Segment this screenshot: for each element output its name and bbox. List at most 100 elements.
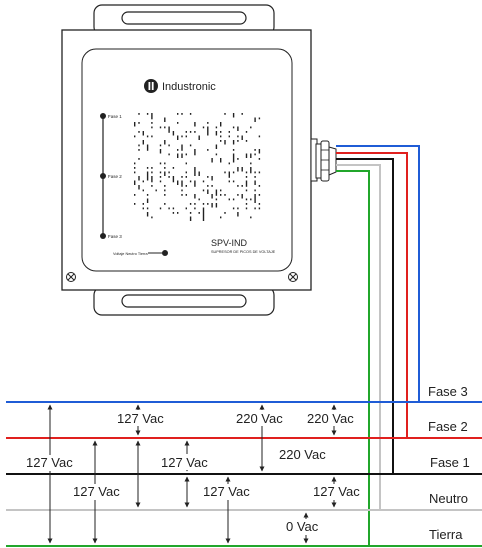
pattern-dot xyxy=(228,135,230,138)
pattern-dot xyxy=(207,131,209,136)
pattern-dot xyxy=(185,162,187,165)
pattern-dot xyxy=(181,189,183,192)
pattern-dot xyxy=(198,212,200,214)
pattern-dot xyxy=(194,122,196,127)
pattern-dot xyxy=(185,153,187,156)
pattern-dot xyxy=(185,171,187,174)
pattern-dot xyxy=(151,185,153,187)
pattern-dot xyxy=(254,171,256,174)
pattern-dot xyxy=(181,194,183,196)
pattern-dot xyxy=(224,113,226,115)
pattern-dot xyxy=(220,135,222,138)
front-panel xyxy=(81,48,293,272)
pattern-dot xyxy=(250,126,252,129)
measure-fase3-fase2-b: 220 Vac xyxy=(307,411,354,426)
pattern-dot xyxy=(202,207,205,212)
pattern-dot xyxy=(228,171,230,176)
pattern-dot xyxy=(172,207,175,210)
pattern-dot xyxy=(138,113,140,115)
pattern-dot xyxy=(254,176,256,178)
measure-fase3-fase1: 220 Vac xyxy=(236,411,283,426)
pattern-dot xyxy=(189,131,192,133)
pattern-dot xyxy=(237,140,239,142)
pattern-dot xyxy=(164,203,166,205)
pattern-dot xyxy=(138,158,140,160)
pattern-dot xyxy=(237,185,239,187)
pattern-dot xyxy=(194,149,196,154)
pattern-dot xyxy=(146,176,149,181)
pattern-dot xyxy=(232,158,235,163)
measure-fase2-fase1: 220 Vac xyxy=(279,447,326,462)
pattern-dot xyxy=(207,126,209,131)
corner-screw-icon xyxy=(66,272,76,282)
pattern-dot xyxy=(159,207,162,210)
pattern-dot xyxy=(146,113,149,115)
pattern-dot xyxy=(224,140,226,145)
pattern-dot xyxy=(172,131,175,136)
label-fase1: Fase 1 xyxy=(430,455,470,470)
pattern-dot xyxy=(215,203,218,208)
pattern-dot xyxy=(185,176,187,178)
pattern-dot xyxy=(207,122,209,124)
pattern-dot xyxy=(220,122,222,127)
pattern-dot xyxy=(254,153,256,156)
decorative-dot-pattern xyxy=(134,113,261,221)
pattern-dot xyxy=(134,171,136,174)
model-name: SPV-IND xyxy=(211,238,248,248)
pattern-dot xyxy=(164,162,166,165)
pattern-dot xyxy=(151,135,153,138)
led-indicator-phase-2 xyxy=(100,173,106,179)
pattern-dot xyxy=(232,153,235,158)
surge-protector-device: Industronic Fase 1 Fase 2 Fase 3 SPV-IND… xyxy=(61,4,312,316)
pattern-dot xyxy=(202,212,205,217)
pattern-dot xyxy=(181,185,183,187)
pattern-dot xyxy=(232,180,235,183)
wires xyxy=(336,145,420,546)
pattern-dot xyxy=(207,203,209,205)
pattern-dot xyxy=(172,176,175,181)
pattern-dot xyxy=(181,113,183,115)
pattern-dot xyxy=(224,171,226,174)
pattern-dot xyxy=(232,198,235,201)
pattern-dot xyxy=(159,180,162,183)
pattern-dot xyxy=(228,198,230,201)
pattern-dot xyxy=(151,167,153,169)
pattern-dot xyxy=(202,126,205,129)
pattern-dot xyxy=(254,198,256,203)
pattern-dot xyxy=(224,194,226,196)
pattern-dot xyxy=(181,176,183,178)
pattern-dot xyxy=(159,162,162,165)
pattern-dot xyxy=(250,198,252,201)
pattern-dot xyxy=(202,180,205,183)
measure-fase3-tierra: 127 Vac xyxy=(26,455,73,470)
pattern-dot xyxy=(138,122,140,124)
pattern-dot xyxy=(164,167,166,169)
pattern-dot xyxy=(232,140,235,145)
measure-fase2-neutro: 127 Vac xyxy=(73,484,120,499)
pattern-dot xyxy=(185,135,187,138)
pattern-dot xyxy=(258,171,261,174)
pattern-dot xyxy=(194,185,196,187)
wire-fase1 xyxy=(336,158,394,474)
pattern-dot xyxy=(228,176,230,178)
pattern-dot xyxy=(189,113,192,115)
neutral-ground-label: Voltaje Neutro Tierra xyxy=(113,252,148,256)
pattern-dot xyxy=(146,149,149,151)
pattern-dot xyxy=(241,135,243,140)
pattern-dot xyxy=(215,131,218,136)
pattern-dot xyxy=(168,153,170,156)
wire-fase3 xyxy=(336,145,420,402)
pattern-dot xyxy=(198,135,200,140)
pattern-dot xyxy=(211,203,213,208)
pattern-dot xyxy=(146,144,149,149)
pattern-dot xyxy=(232,149,235,151)
measure-fase1-tierra: 127 Vac xyxy=(203,484,250,499)
pattern-dot xyxy=(177,180,179,185)
pattern-dot xyxy=(215,144,218,149)
pattern-dot xyxy=(172,180,175,183)
pattern-dot xyxy=(237,212,239,217)
pattern-dot xyxy=(215,194,218,196)
pattern-dot xyxy=(194,167,196,172)
pattern-dot xyxy=(241,185,243,187)
pattern-dot xyxy=(146,171,149,176)
